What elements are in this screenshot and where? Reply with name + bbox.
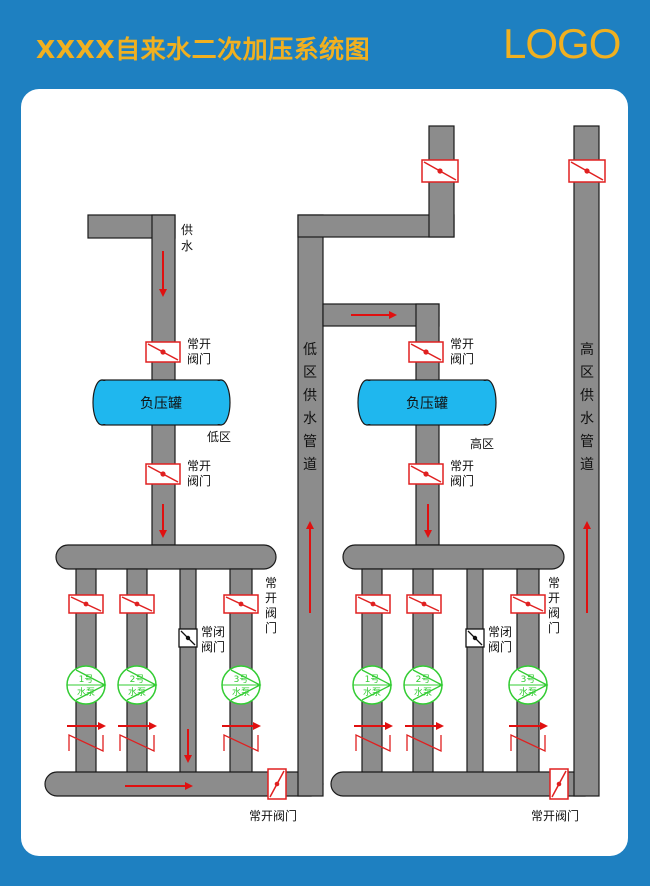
label-valve-low-top: 常开阀门 <box>187 337 211 366</box>
valve-open-branch-3 <box>223 594 259 614</box>
check-valve-high-3 <box>510 733 546 753</box>
valve-open-outlet-low <box>267 768 287 800</box>
valve-open-high-top <box>408 341 444 363</box>
pump-low-1: 1号 水泵 <box>66 665 107 705</box>
page-title: XXXX自来水二次加压系统图 <box>36 35 371 64</box>
bypass-pipe-high <box>466 568 484 775</box>
label-high-zone: 高区 <box>470 436 494 451</box>
pump-high-2: 2号 水泵 <box>403 665 444 705</box>
label-valve-low-branch: 常开阀门 <box>265 576 277 635</box>
label-valve-bypass-high: 常闭阀门 <box>488 625 512 654</box>
valve-open-low-mid <box>145 463 181 485</box>
check-valve-high-2 <box>406 733 442 753</box>
pump-high-2-type: 水泵 <box>414 686 432 698</box>
low-zone-system: 负压罐 <box>44 125 455 800</box>
valve-open-high-riser-top <box>421 159 459 183</box>
pump-low-2-number: 2号 <box>130 674 145 685</box>
label-low-zone: 低区 <box>207 430 231 444</box>
valve-open-high-riser-right <box>568 159 606 183</box>
tank-low: 负压罐 <box>92 379 231 426</box>
valve-open-branch-high-1 <box>355 594 391 614</box>
label-high-zone-pipe: 高区供水管道 <box>580 341 594 473</box>
high-zone-system: 负压罐 <box>322 125 606 800</box>
pump-low-2-type: 水泵 <box>128 686 146 698</box>
pump-high-3-type: 水泵 <box>519 686 537 698</box>
check-valve-high-1 <box>355 733 391 753</box>
valve-closed-bypass-high <box>465 628 485 648</box>
high-zone-riser-pipe <box>573 125 600 797</box>
pump-low-3: 3号 水泵 <box>221 665 262 705</box>
logo: LOGO <box>503 20 621 67</box>
tank-high: 负压罐 <box>357 379 497 426</box>
check-valve-low-1 <box>68 733 104 753</box>
label-valve-high-mid: 常开阀门 <box>450 459 474 488</box>
tank-high-label: 负压罐 <box>406 396 448 412</box>
label-valve-low-mid: 常开阀门 <box>187 459 211 488</box>
pump-high-1-type: 水泵 <box>363 686 381 698</box>
tank-low-label: 负压罐 <box>140 396 182 412</box>
label-low-zone-pipe: 低区供水管道 <box>303 342 317 473</box>
label-valve-outlet-high: 常开阀门 <box>531 808 579 823</box>
low-zone-riser-pipe <box>297 214 324 797</box>
pump-high-2-number: 2号 <box>416 674 431 685</box>
valve-open-branch-high-2 <box>406 594 442 614</box>
label-valve-bypass: 常闭阀门 <box>201 625 225 654</box>
upper-header-pipe <box>55 544 277 570</box>
check-valve-low-2 <box>119 733 155 753</box>
valve-closed-bypass <box>178 628 198 648</box>
valve-open-branch-2 <box>119 594 155 614</box>
pump-low-1-number: 1号 <box>79 674 94 685</box>
label-valve-high-branch: 常开阀门 <box>548 576 560 635</box>
pump-low-1-type: 水泵 <box>77 686 95 698</box>
upper-header-pipe-high <box>342 544 565 570</box>
valve-open-high-mid <box>408 463 444 485</box>
pump-low-2: 2号 水泵 <box>117 665 158 705</box>
pump-low-3-number: 3号 <box>234 674 249 685</box>
valve-open-branch-high-3 <box>510 594 546 614</box>
valve-open-low-top <box>145 341 181 363</box>
label-supply: 供水 <box>181 223 193 253</box>
valve-open-outlet-high <box>549 768 569 800</box>
pump-high-1: 1号 水泵 <box>352 665 393 705</box>
pump-high-3-number: 3号 <box>521 674 536 685</box>
annotation-labels: 供水常开阀门常开阀门常开阀门常闭阀门常开阀门低区供水管道常开阀门常开阀门常开阀门… <box>181 223 594 823</box>
valve-open-branch-1 <box>68 594 104 614</box>
pump-high-3: 3号 水泵 <box>508 665 549 705</box>
check-valve-low-3 <box>223 733 259 753</box>
label-valve-outlet-low: 常开阀门 <box>249 808 297 823</box>
diagram-panel: 负压罐 <box>21 89 628 856</box>
pump-low-3-type: 水泵 <box>232 686 250 698</box>
system-diagram: 负压罐 <box>44 125 606 823</box>
pump-high-1-number: 1号 <box>365 674 380 685</box>
label-valve-high-top: 常开阀门 <box>450 337 474 366</box>
